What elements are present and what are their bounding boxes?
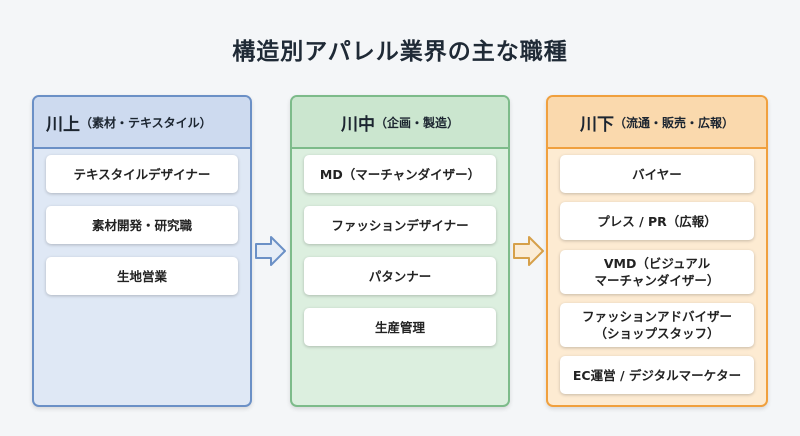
column-upstream: 川上（素材・テキスタイル） テキスタイルデザイナー 素材開発・研究職 生地営業 xyxy=(32,95,252,407)
column-midstream-subtitle: （企画・製造） xyxy=(374,115,459,130)
diagram-title: 構造別アパレル業界の主な職種 xyxy=(232,39,568,65)
column-upstream-title: 川上 xyxy=(46,114,80,135)
job-card-material-rd: 素材開発・研究職 xyxy=(46,206,238,244)
job-card-fashion-advisor: ファッションアドバイザー （ショップスタッフ） xyxy=(560,303,754,347)
job-card-vmd: VMD（ビジュアル マーチャンダイザー） xyxy=(560,250,754,294)
column-downstream-subtitle: （流通・販売・広報） xyxy=(613,115,734,130)
column-midstream-title: 川中 xyxy=(340,114,375,135)
column-upstream-subtitle: （素材・テキスタイル） xyxy=(80,115,212,130)
job-card-press-pr: プレス / PR（広報） xyxy=(560,202,754,240)
job-card-fashion-designer: ファッションデザイナー xyxy=(304,206,496,244)
job-card-textile-designer: テキスタイルデザイナー xyxy=(46,155,238,193)
column-downstream: 川下（流通・販売・広報） バイヤー プレス / PR（広報） VMD（ビジュアル… xyxy=(546,95,768,407)
column-downstream-header: 川下（流通・販売・広報） xyxy=(548,97,766,149)
column-downstream-title: 川下 xyxy=(579,114,614,135)
job-card-ec-digital-marketer: EC運営 / デジタルマーケター xyxy=(560,356,754,394)
job-card-buyer: バイヤー xyxy=(560,155,754,193)
column-midstream: 川中（企画・製造） MD（マーチャンダイザー） ファッションデザイナー パタンナ… xyxy=(290,95,510,407)
job-card-merchandiser: MD（マーチャンダイザー） xyxy=(304,155,496,193)
column-midstream-header: 川中（企画・製造） xyxy=(292,97,508,149)
flow-arrow-2 xyxy=(513,236,544,266)
flow-arrow-1 xyxy=(255,236,286,266)
job-card-production-control: 生産管理 xyxy=(304,308,496,346)
column-upstream-header: 川上（素材・テキスタイル） xyxy=(34,97,250,149)
job-card-fabric-sales: 生地営業 xyxy=(46,257,238,295)
job-card-pattern-maker: パタンナー xyxy=(304,257,496,295)
